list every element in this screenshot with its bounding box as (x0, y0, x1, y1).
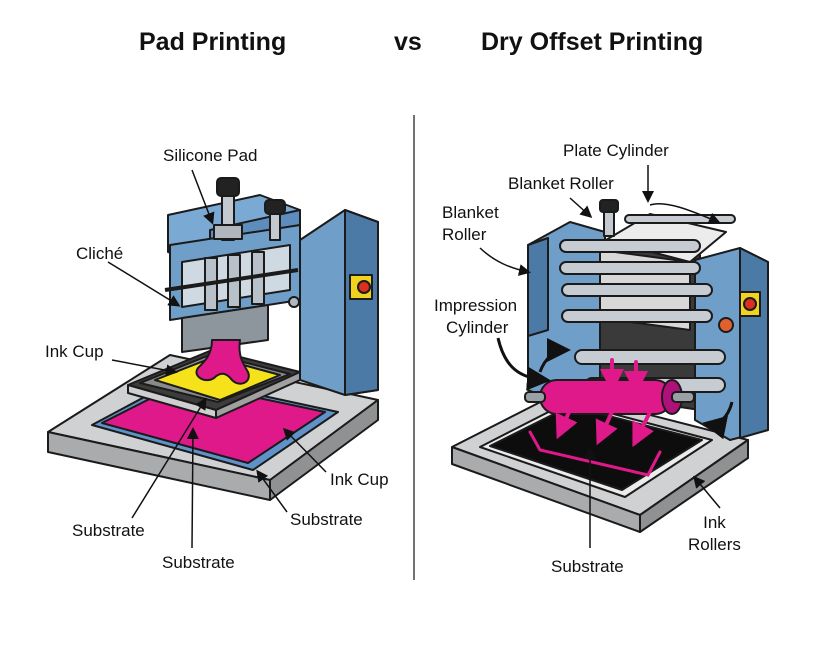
label-substrate-1: Substrate (72, 521, 145, 540)
pad-printing-machine (47, 177, 379, 501)
label-impression-cylinder: Impression Cylinder (434, 295, 517, 339)
label-ink-rollers-line1: Ink (703, 513, 726, 532)
label-ink-cup-right: Ink Cup (330, 470, 389, 489)
left-leader-lines (107, 169, 327, 549)
red-button (357, 280, 371, 294)
vs-label: vs (394, 28, 422, 56)
label-substrate-2: Substrate (290, 510, 363, 529)
label-ink-rollers-line2: Rollers (688, 535, 741, 554)
right-title: Dry Offset Printing (481, 28, 704, 56)
magenta-ink-drip (195, 339, 250, 385)
label-impression-line1: Impression (434, 296, 518, 315)
yellow-ink (154, 356, 281, 401)
label-cliche: Cliché (76, 244, 124, 263)
label-blanket-roller-side-line2: Roller (442, 225, 487, 244)
label-substrate-right: Substrate (551, 557, 624, 576)
label-ink-rollers: Ink Rollers (688, 512, 741, 556)
label-plate-cylinder: Plate Cylinder (563, 141, 669, 160)
label-silicone-pad: Silicone Pad (163, 146, 258, 165)
label-blanket-roller-side-line1: Blanket (442, 203, 499, 222)
ink-flow-arrows (528, 358, 662, 477)
label-substrate-3: Substrate (162, 553, 235, 572)
label-blanket-roller-top: Blanket Roller (508, 174, 614, 193)
label-blanket-roller-side: Blanket Roller (442, 202, 499, 246)
label-impression-line2: Cylinder (446, 318, 509, 337)
right-leader-lines (479, 165, 734, 548)
magenta-cylinder (539, 379, 673, 415)
label-ink-cup-left: Ink Cup (45, 342, 104, 361)
left-title: Pad Printing (139, 28, 287, 56)
